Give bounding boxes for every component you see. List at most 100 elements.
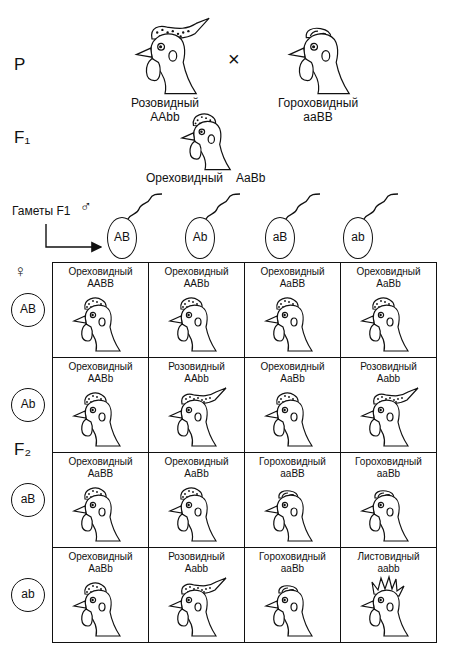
- earlobe: [387, 318, 393, 326]
- comb-texture: [100, 398, 102, 400]
- comb-texture: [92, 585, 94, 587]
- wattle: [82, 514, 93, 531]
- earlobe: [99, 508, 105, 516]
- wattle: [299, 59, 313, 81]
- comb-texture: [376, 303, 378, 305]
- comb-texture: [185, 398, 187, 400]
- comb-texture: [201, 589, 203, 591]
- chicken-head: [266, 491, 312, 541]
- comb-texture: [209, 119, 211, 121]
- phenotype-name: Гороховидный: [259, 456, 326, 468]
- beak: [362, 411, 374, 418]
- earlobe: [387, 413, 393, 421]
- comb-texture: [278, 401, 280, 403]
- sperm-gamete: ab: [343, 217, 373, 259]
- beak: [74, 601, 86, 608]
- gamete-arrow: [46, 224, 101, 247]
- egg-gamete: AB: [11, 293, 45, 327]
- pupil: [379, 409, 381, 411]
- wattle: [82, 324, 93, 341]
- phenotype-name: Ореховидный: [68, 551, 132, 563]
- comb-texture: [196, 493, 198, 495]
- comb-texture: [380, 300, 382, 302]
- comb-texture: [377, 398, 379, 400]
- eye: [90, 502, 95, 507]
- wattle: [178, 324, 189, 341]
- genotype: aaBb: [377, 468, 400, 480]
- eye: [158, 43, 165, 50]
- chicken-head: [362, 298, 408, 351]
- comb-texture: [88, 588, 90, 590]
- comb-texture: [389, 397, 391, 399]
- comb-texture: [205, 588, 207, 590]
- comb-texture: [209, 397, 211, 399]
- pupil: [91, 314, 93, 316]
- genotype: AaBB: [280, 278, 306, 290]
- beak: [266, 601, 278, 608]
- earlobe: [195, 413, 201, 421]
- comb-texture: [284, 395, 286, 397]
- pupil: [379, 599, 381, 601]
- earlobe: [195, 603, 201, 611]
- pupil: [283, 599, 285, 601]
- genotype: ab: [21, 588, 34, 602]
- generation-label: F₁: [14, 128, 30, 148]
- punnett-cell: РозовидныйAabb: [340, 357, 437, 453]
- male-symbol: ♂: [80, 198, 92, 216]
- comb-texture: [96, 396, 98, 398]
- genotype: Ab: [193, 231, 208, 245]
- comb-texture: [197, 119, 199, 121]
- punnett-cell: ОреховидныйAaBB: [52, 452, 149, 548]
- comb-texture: [92, 300, 94, 302]
- phenotype-name: Гороховидный: [259, 551, 326, 563]
- sperm-tail: [128, 194, 162, 219]
- comb-texture: [184, 303, 186, 305]
- chicken-head: [170, 488, 216, 541]
- genotype: AaBb: [280, 373, 304, 385]
- comb-texture: [201, 399, 203, 401]
- chicken-head: [266, 586, 312, 636]
- eye: [378, 502, 383, 507]
- punnett-cell: ОреховидныйAaBb: [52, 547, 149, 643]
- comb-texture: [278, 306, 280, 308]
- wattle: [178, 609, 189, 626]
- punnett-cell: РозовидныйAAbb: [148, 357, 245, 453]
- chicken-head: [74, 488, 120, 541]
- punnett-cell: ГороховидныйaaBb: [244, 547, 341, 643]
- genotype: AABB: [87, 278, 114, 290]
- genotype: AB: [20, 303, 36, 317]
- phenotype-name: Ореховидный: [164, 266, 228, 278]
- comb-texture: [100, 303, 102, 305]
- pupil: [187, 599, 189, 601]
- punnett-cell: ГороховидныйaaBB: [244, 452, 341, 548]
- genotype: Aabb: [185, 563, 208, 575]
- earlobe: [387, 508, 393, 516]
- beak: [182, 133, 195, 140]
- wattle: [178, 514, 189, 531]
- chicken-head: [74, 583, 120, 636]
- genotype: AABb: [88, 373, 114, 385]
- beak: [362, 316, 374, 323]
- sperm-tail: [206, 194, 240, 219]
- comb-texture: [188, 490, 190, 492]
- genotype: aB: [21, 493, 36, 507]
- chicken-heads: [74, 18, 418, 636]
- phenotype-name: Ореховидный: [146, 172, 223, 186]
- eye: [186, 597, 191, 602]
- earlobe: [291, 603, 297, 611]
- comb-texture: [205, 398, 207, 400]
- pupil: [187, 314, 189, 316]
- eye: [90, 597, 95, 602]
- comb-texture: [397, 398, 399, 400]
- cross-sign: ×: [228, 48, 240, 71]
- phenotype-name: Розовидный: [131, 97, 199, 111]
- earlobe: [99, 413, 105, 421]
- comb-texture: [292, 303, 294, 305]
- chicken-head: [362, 577, 408, 636]
- chicken-head: [362, 491, 408, 541]
- beak: [136, 48, 152, 57]
- comb-texture: [197, 587, 199, 589]
- pupil: [379, 504, 381, 506]
- earlobe: [208, 135, 214, 143]
- punnett-cell: ОреховидныйAABB: [52, 262, 149, 358]
